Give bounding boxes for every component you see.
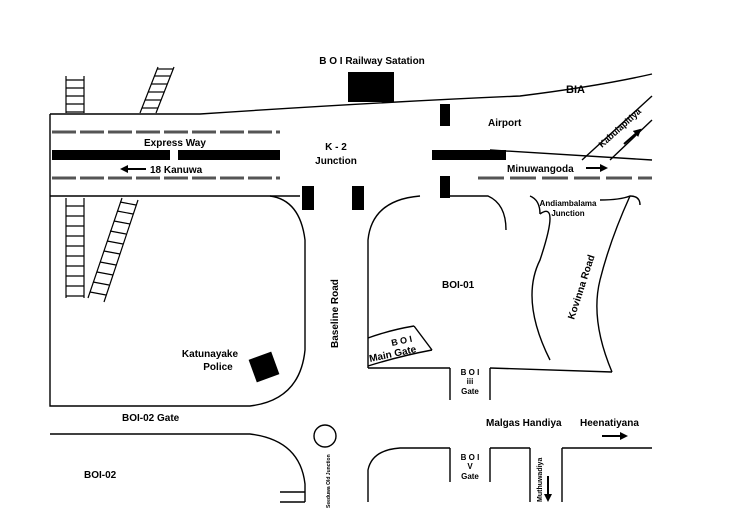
railway-track-top-left <box>65 76 85 113</box>
label-airport: Airport <box>488 118 522 129</box>
label-kabulapitiya: Kabulapitiya <box>597 106 644 150</box>
label-iii-gate-line1: B O I <box>461 368 480 377</box>
label-muthuwadiya: Muthuwadiya <box>537 458 544 502</box>
label-k2-line2: Junction <box>315 156 357 167</box>
label-katunayake-line1: Katunayake <box>182 349 239 360</box>
label-iii-gate-line2: iii <box>467 377 474 386</box>
label-boi02: BOI-02 <box>84 470 117 481</box>
label-heenatiyana: Heenatiyana <box>580 418 639 429</box>
express-way-lanes <box>52 130 652 180</box>
label-baseline-road: Baseline Road <box>330 279 341 348</box>
railway-track-bottom-left <box>65 198 85 298</box>
road-outlines <box>49 73 653 503</box>
label-minuwangoda: Minuwangoda <box>507 164 574 175</box>
label-v-gate-line3: Gate <box>461 472 479 481</box>
label-main-gate-line1: B O I <box>390 334 413 348</box>
direction-arrows <box>120 128 642 502</box>
label-malgas-handiya: Malgas Handiya <box>486 418 562 429</box>
junction-markers <box>302 104 450 210</box>
label-bia: BIA <box>566 84 585 96</box>
label-andiambalama-line1: Andiambalama <box>540 199 597 208</box>
label-v-gate-line2: V <box>467 462 473 471</box>
seeduwa-old-junction-roundabout <box>313 424 337 448</box>
railway-station-building <box>348 72 394 102</box>
katunayake-police-building <box>248 351 280 383</box>
label-kovinna-road: Kovinna Road <box>566 254 597 321</box>
railway-track-top-diagonal <box>139 66 175 114</box>
label-boi02-gate: BOI-02 Gate <box>122 413 180 424</box>
label-express-way: Express Way <box>144 138 206 149</box>
label-railway-station: B O I Railway Satation <box>319 56 425 67</box>
label-boi01: BOI-01 <box>442 280 475 291</box>
label-v-gate-line1: B O I <box>461 453 480 462</box>
label-k2-line1: K - 2 <box>325 142 347 153</box>
label-kanuwa: 18 Kanuwa <box>150 165 203 176</box>
label-andiambalama-line2: Junction <box>551 209 584 218</box>
arrow-kabulapitiya-icon <box>623 128 642 145</box>
label-iii-gate-line3: Gate <box>461 387 479 396</box>
label-seeduwa-old-junction: Seeduwa Old Junction <box>326 454 332 508</box>
railway-track-bottom-diagonal <box>87 197 139 303</box>
label-katunayake-line2: Police <box>203 362 233 373</box>
